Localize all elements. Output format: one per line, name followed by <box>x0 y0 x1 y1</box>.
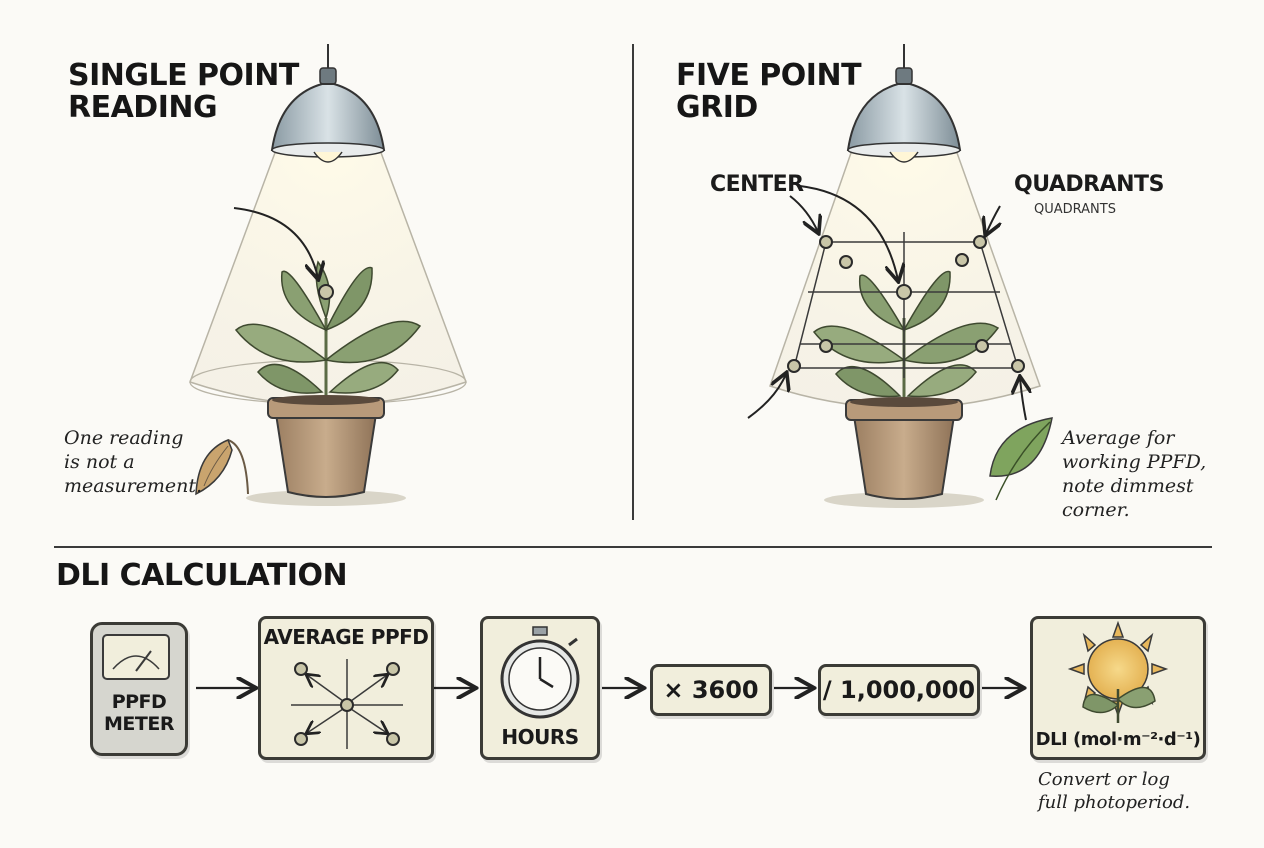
center-arrow-left <box>789 195 818 232</box>
ppfd-meter-label: PPFD METER <box>104 691 174 735</box>
center-label: CENTER <box>710 172 804 197</box>
grid-pendant-lamp-icon <box>846 44 962 163</box>
five-point-title: FIVE POINT GRID <box>676 58 862 125</box>
dli-note: Convert or log full photoperiod. <box>1038 769 1191 813</box>
panel-divider-horizontal <box>54 546 1212 548</box>
dli-result-label: DLI (mol·m⁻²·d⁻¹) <box>1035 729 1201 750</box>
multiply-step: × 3600 <box>650 664 772 716</box>
average-grid-icon <box>291 659 403 749</box>
single-pot-icon <box>246 395 406 506</box>
divide-label: / 1,000,000 <box>822 676 976 704</box>
single-reading-arrow <box>233 207 318 278</box>
green-leaf-icon <box>989 417 1053 501</box>
average-ppfd-label: AVERAGE PPFD <box>263 625 429 649</box>
average-ppfd-step: AVERAGE PPFD <box>258 616 434 760</box>
single-plant-icon <box>234 260 422 400</box>
center-arrow <box>799 185 898 280</box>
grid-plant-icon <box>812 270 1000 404</box>
ppfd-meter-step: PPFD METER <box>90 622 188 756</box>
dli-title: DLI CALCULATION <box>56 558 348 593</box>
multiply-label: × 3600 <box>663 676 759 704</box>
gauge-icon <box>102 634 170 680</box>
single-pendant-lamp-icon <box>270 44 386 163</box>
five-point-note: Average for working PPFD, note dimmest c… <box>1062 427 1207 521</box>
quadrants-label: QUADRANTS <box>1014 172 1164 197</box>
corner-arrow-right <box>1020 378 1026 421</box>
single-point-note: One reading is not a measurement. <box>64 427 203 497</box>
single-point-title: SINGLE POINT READING <box>68 58 299 125</box>
corner-arrow-left <box>747 374 786 419</box>
wilted-leaf-icon <box>195 439 249 496</box>
panel-divider-vertical <box>632 44 634 520</box>
single-light-beam <box>189 149 467 406</box>
quadrants-sublabel: QUADRANTS <box>1034 202 1116 217</box>
divide-step: / 1,000,000 <box>818 664 980 716</box>
single-reading-point <box>318 284 334 300</box>
hours-label: HOURS <box>501 725 579 749</box>
hours-step: HOURS <box>480 616 600 760</box>
stopwatch-icon <box>500 626 580 719</box>
sun-sprout-icon <box>1067 620 1169 723</box>
grid-pot-icon <box>824 397 984 508</box>
grid-reading-points <box>787 235 1025 373</box>
quadrants-arrow <box>986 205 1000 234</box>
dli-result-step: DLI (mol·m⁻²·d⁻¹) <box>1030 616 1206 760</box>
